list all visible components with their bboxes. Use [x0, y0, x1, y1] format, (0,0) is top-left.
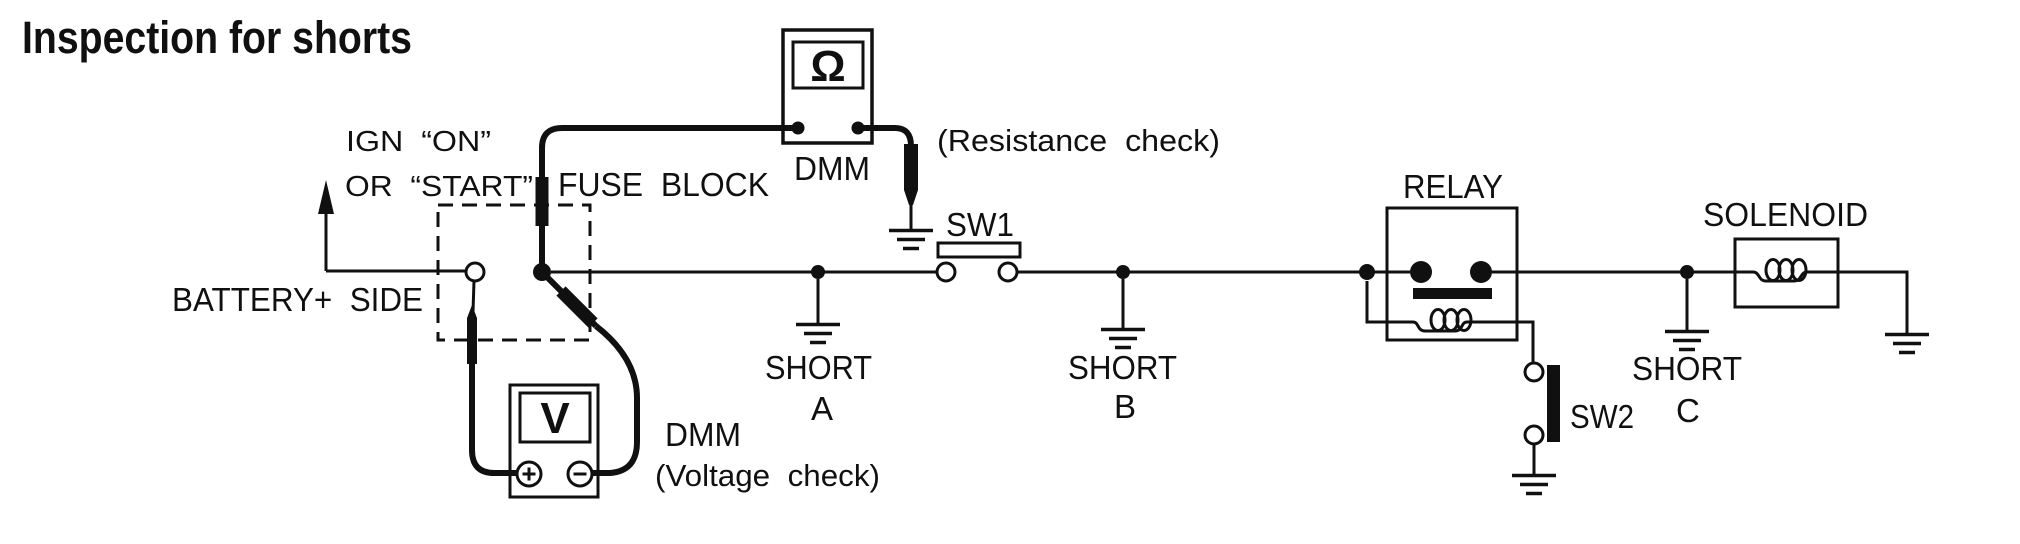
sw2-contact-bottom [1523, 424, 1545, 446]
resistance-probe-icon [904, 144, 918, 205]
relay-coil-icon [1455, 308, 1473, 332]
voltage-probe-minus-icon [556, 286, 598, 328]
solenoid-label: SOLENOID [1703, 196, 1868, 233]
relay-contact-left [1410, 261, 1432, 283]
page-title: Inspection for shorts [22, 12, 412, 63]
fuse-block-label: FUSE BLOCK [558, 166, 769, 203]
short-b-id: B [1114, 388, 1136, 425]
resistance-check-note: (Resistance check) [937, 123, 1220, 158]
battery-side-label: BATTERY+ SIDE [172, 281, 423, 318]
main-wire [326, 269, 1909, 333]
battery-arrow-icon [318, 180, 334, 214]
ohmmeter-terminal-left [791, 121, 805, 135]
junction-dot [1359, 264, 1375, 280]
voltage-probe-wire [471, 280, 476, 313]
relay-label: RELAY [1403, 168, 1503, 205]
relay-armature-bar [1413, 288, 1492, 299]
ground-icon [1663, 329, 1711, 352]
ohmmeter-screen [791, 40, 865, 90]
plus-icon [522, 467, 536, 481]
junction-dot [811, 265, 825, 279]
sw2-blade-icon [1547, 365, 1560, 442]
short-c-label: SHORT [1632, 350, 1742, 387]
sw2-contact-top [1523, 361, 1545, 383]
short-c-id: C [1676, 392, 1700, 429]
short-a-label: SHORT [765, 349, 872, 386]
relay-contact-right [1470, 261, 1492, 283]
ignition-label-line2: OR “START” [345, 171, 533, 203]
ohmmeter-left-lead [539, 125, 794, 265]
ground-icon [1510, 473, 1558, 496]
ground-icon [887, 228, 935, 251]
fuse-icon [535, 177, 549, 226]
junction-dot [533, 263, 551, 281]
relay-box [1385, 206, 1519, 342]
voltage-probe-plus-icon [467, 305, 477, 364]
ground-icon [1883, 332, 1931, 355]
voltmeter-plus-lead [469, 364, 517, 476]
ohmmeter-dmm-label: DMM [794, 150, 870, 187]
sw1-label: SW1 [946, 206, 1014, 243]
sw1-contact-left [935, 261, 957, 283]
short-a-id: A [811, 390, 833, 427]
voltmeter-minus-lead [592, 323, 640, 476]
voltmeter-dmm-label: DMM [665, 416, 741, 453]
sw1-contact-right [997, 261, 1019, 283]
ignition-label-line1: IGN “ON” [346, 126, 491, 158]
solenoid-coil-icon [1790, 258, 1808, 282]
junction-dot [1116, 265, 1130, 279]
solenoid-coil-wire [1735, 270, 1838, 283]
sw2-label: SW2 [1570, 398, 1634, 435]
volt-symbol: V [540, 394, 570, 443]
voltage-check-note: (Voltage check) [655, 458, 880, 493]
connector-terminal [464, 261, 486, 283]
ground-icon [794, 322, 842, 345]
ohm-symbol: Ω [810, 42, 845, 91]
ohmmeter-terminal-right [851, 121, 865, 135]
sw1-actuator-bar [936, 241, 1022, 259]
voltmeter-screen [518, 391, 592, 444]
junction-dot [1680, 265, 1694, 279]
ground-icon [1099, 327, 1147, 350]
short-b-label: SHORT [1068, 349, 1177, 386]
